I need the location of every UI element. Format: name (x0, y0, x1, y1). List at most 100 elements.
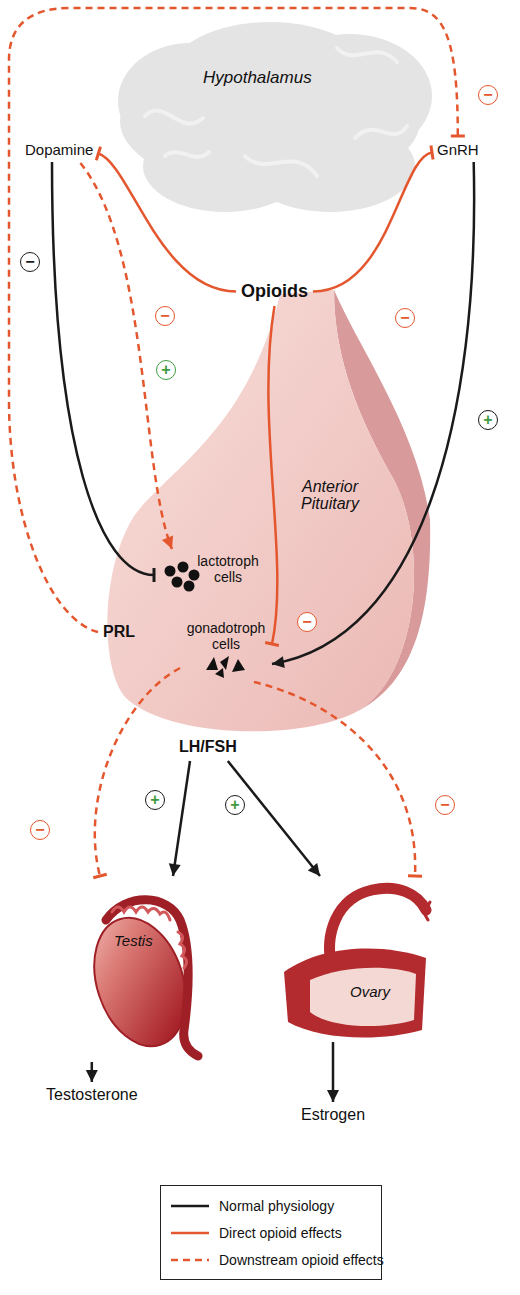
sign-badge: − (30, 820, 50, 840)
legend-line (171, 1258, 209, 1261)
legend-swatch (171, 1254, 209, 1266)
illustration-part (420, 902, 430, 920)
illustration-part (118, 22, 432, 212)
illustration-part (310, 968, 416, 1026)
sign-text: + (161, 362, 170, 378)
node-text: Opioids (241, 281, 308, 302)
ovary-organ: Ovary (280, 880, 430, 1040)
arrow-head (327, 1090, 339, 1102)
illustration-part (145, 110, 203, 123)
sign-badge: − (395, 308, 415, 328)
legend-row: Downstream opioid effects (171, 1246, 371, 1273)
illustration-part (165, 566, 176, 577)
pituitary-gland: Anterior Pituitarylactotroph cellsgonado… (98, 290, 432, 740)
node-text: GnRH (437, 141, 479, 158)
sign-text: − (35, 822, 44, 838)
sign-badge: − (435, 795, 455, 815)
illustration-part (220, 656, 229, 670)
node-text: Ovary (350, 983, 390, 1000)
sign-text: − (440, 797, 449, 813)
legend-box: Normal physiologyDirect opioid effectsDo… (160, 1185, 382, 1280)
inhibit-head (408, 874, 422, 878)
sign-text: + (483, 412, 492, 428)
inhibit-head (153, 568, 156, 582)
hormone-label: Testosterone (45, 1085, 139, 1105)
hormone-label: GnRH (436, 140, 480, 159)
connector-line (173, 761, 190, 876)
inhibit-head (96, 147, 100, 160)
legend-swatch (171, 1200, 209, 1212)
arrow-head (86, 1070, 98, 1082)
illustration-part (337, 48, 397, 62)
illustration-part (165, 562, 200, 592)
sign-badge: − (20, 252, 40, 272)
hypothalamus-cloud (105, 16, 435, 216)
illustration-part (170, 22, 370, 126)
sign-text: − (302, 614, 311, 630)
inhibit-head (431, 146, 433, 160)
sign-badge: + (225, 795, 245, 815)
hormone-label: Estrogen (300, 1105, 366, 1125)
sign-badge: − (478, 85, 498, 105)
sign-text: − (400, 310, 409, 326)
illustration-part (107, 290, 414, 731)
node-text: LH/FSH (179, 738, 237, 756)
arrow-head (169, 863, 181, 876)
drug-label: Opioids (240, 280, 309, 303)
connector (228, 761, 320, 876)
legend-text: Normal physiology (219, 1198, 334, 1214)
node-text: gonadotroph cells (184, 620, 268, 652)
node-text: lactotroph cells (194, 553, 262, 585)
illustration-part (184, 581, 195, 592)
connector (169, 761, 190, 876)
hypothalamus-region: Hypothalamus (105, 16, 435, 216)
legend-line (171, 1231, 209, 1234)
node-text: Testis (114, 932, 153, 949)
inhibit-head (93, 874, 107, 878)
illustration-part (284, 949, 426, 1038)
legend-text: Direct opioid effects (219, 1225, 342, 1241)
illustration-part (206, 657, 218, 670)
sign-text: + (230, 797, 239, 813)
arrow-head (308, 863, 320, 876)
illustration-part (355, 126, 407, 138)
legend-swatch (171, 1227, 209, 1239)
hormone-label: Dopamine (24, 140, 94, 159)
sign-badge: + (156, 360, 176, 380)
connector (327, 1042, 339, 1102)
connector-line (80, 163, 172, 549)
testis-shape (88, 880, 198, 1060)
node-text: Testosterone (46, 1086, 138, 1104)
illustration-part (245, 156, 317, 176)
sign-text: − (483, 87, 492, 103)
connector (86, 1062, 98, 1082)
inhibit-head (451, 135, 465, 138)
sign-text: − (25, 254, 34, 270)
cell-group: gonadotroph cells (184, 620, 268, 678)
hormone-label: PRL (102, 622, 136, 642)
legend-row: Normal physiology (171, 1192, 371, 1219)
cell-group: lactotroph cells (158, 553, 262, 585)
legend-text: Downstream opioid effects (219, 1252, 384, 1268)
legend-row: Direct opioid effects (171, 1219, 371, 1246)
illustration-part (232, 659, 245, 672)
illustration-part (172, 577, 183, 588)
illustration-part (112, 907, 187, 968)
illustration-part (245, 120, 415, 212)
sign-badge: + (478, 410, 498, 430)
illustration-part (178, 562, 189, 573)
illustration-part (145, 48, 407, 176)
legend-line (171, 1204, 209, 1207)
testis-organ: Testis (88, 880, 198, 1060)
illustration-part (206, 656, 245, 678)
illustration-part (106, 900, 198, 1056)
node-text: Hypothalamus (203, 68, 312, 88)
sign-text: + (150, 792, 159, 808)
connector-line (228, 761, 320, 876)
sign-badge: + (145, 790, 165, 810)
sign-badge: − (155, 306, 175, 326)
pituitary-shape (98, 290, 432, 740)
sign-badge: − (297, 612, 317, 632)
illustration-part (215, 668, 224, 678)
